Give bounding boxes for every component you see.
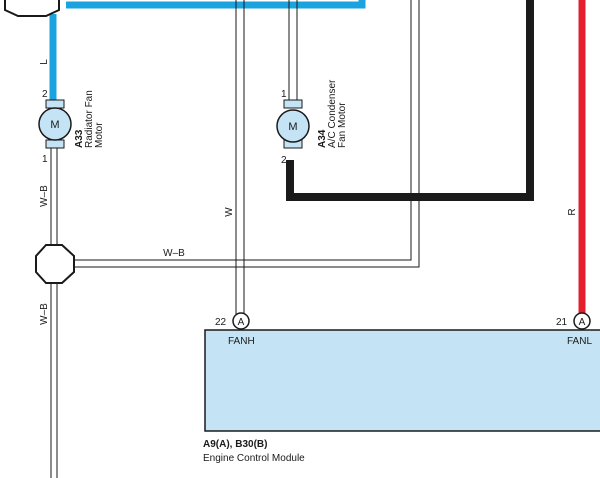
ecm-name: Engine Control Module xyxy=(203,453,305,464)
ecm-terminal-fanl: 21 A xyxy=(556,312,591,330)
a34-name-line1: A/C Condenser xyxy=(327,79,338,148)
a34-pin-top: 1 xyxy=(281,89,287,100)
a34-name-line2: Fan Motor xyxy=(337,102,348,148)
a33-name-line1: Radiator Fan xyxy=(84,90,95,148)
motor-symbol: M xyxy=(288,121,297,133)
a33-name-line2: Motor xyxy=(94,122,105,148)
fanl-pin-number: 21 xyxy=(556,317,568,328)
a33-pin-bottom: 1 xyxy=(42,154,48,165)
radiator-fan-motor: M xyxy=(38,99,72,149)
black-wire xyxy=(286,0,534,201)
wire-label-l: L xyxy=(39,59,50,65)
fanl-connector-letter: A xyxy=(579,317,586,328)
fanh-terminal-label: FANH xyxy=(228,336,255,347)
a34-id: A34 xyxy=(317,129,328,148)
a33-id: A33 xyxy=(74,129,85,148)
blue-wire-l xyxy=(49,0,366,100)
wire-label-w-b-horizontal: W–B xyxy=(163,248,185,259)
radiator-ground-wire xyxy=(50,148,58,478)
fanl-terminal-label: FANL xyxy=(567,336,592,347)
wire-label-r: R xyxy=(567,208,578,215)
wire-label-w-b-upper: W–B xyxy=(39,185,50,207)
wire-label-w-b-lower: W–B xyxy=(39,303,50,325)
junction-connector-icon xyxy=(35,244,75,284)
wire-label-w: W xyxy=(224,207,235,217)
ac-condenser-fan-motor: M xyxy=(276,99,310,149)
fanh-connector-letter: A xyxy=(238,317,245,328)
motor-symbol: M xyxy=(50,119,59,131)
motor-icon xyxy=(38,107,72,141)
a34-supply-wire xyxy=(288,0,298,100)
ecm-id: A9(A), B30(B) xyxy=(203,439,267,450)
white-wire-fanh xyxy=(235,0,245,314)
engine-control-module xyxy=(204,329,600,432)
junction-connector-icon xyxy=(4,0,60,17)
ecm-terminal-fanh: 22 A xyxy=(215,312,250,330)
a33-pin-top: 2 xyxy=(42,89,48,100)
motor-icon xyxy=(276,109,310,143)
a34-pin-bottom: 2 xyxy=(281,155,287,166)
fanh-pin-number: 22 xyxy=(215,317,227,328)
w-b-junction-wire xyxy=(75,0,420,268)
